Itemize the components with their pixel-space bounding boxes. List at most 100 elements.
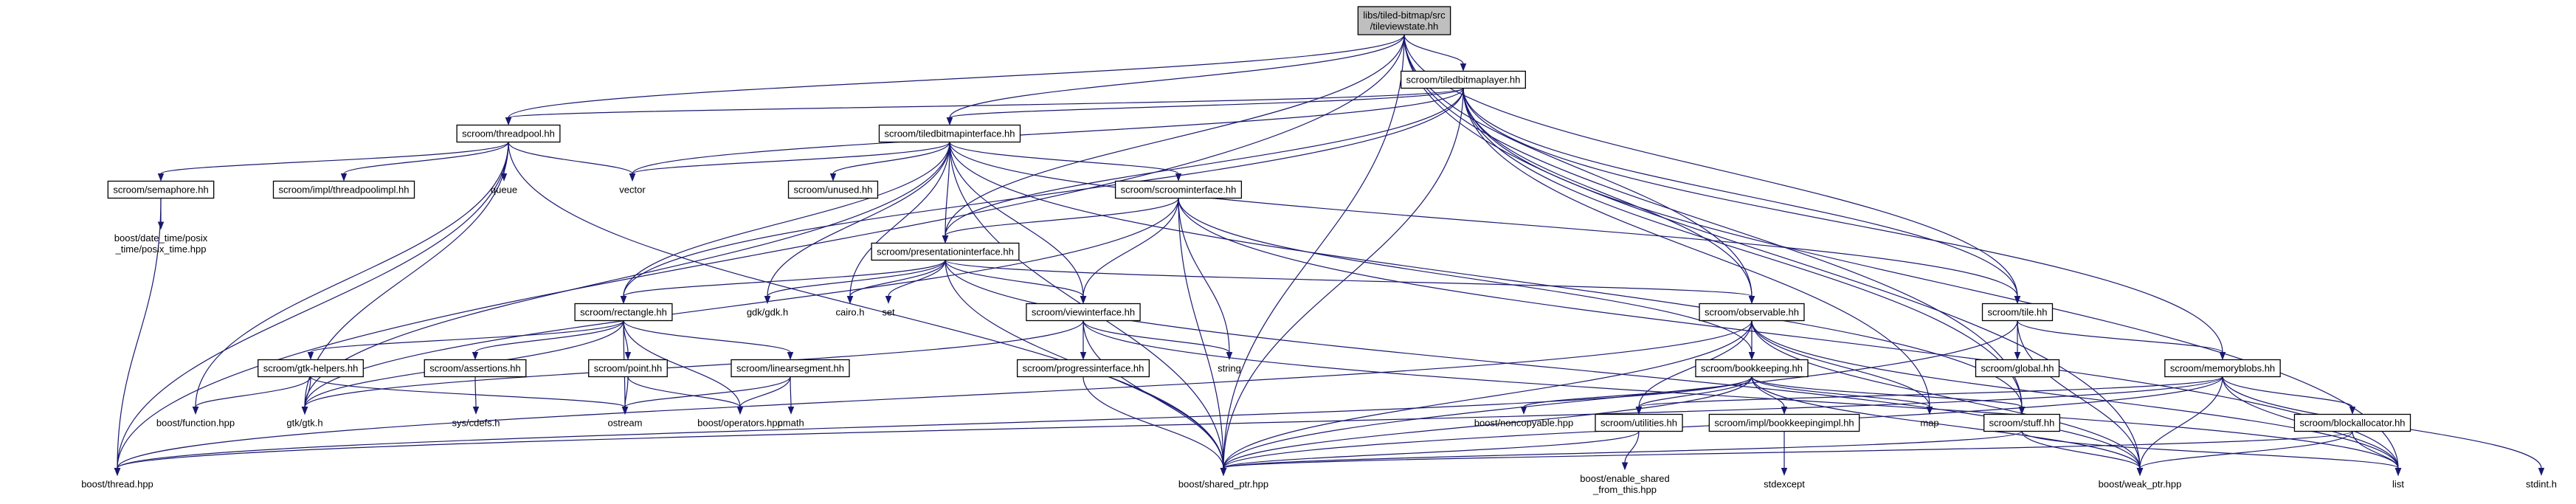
node-label: gdk/gdk.h [747, 307, 788, 318]
node-label: scroom/rectangle.hh [580, 307, 667, 318]
edge-point-to-bops [627, 376, 744, 415]
node-tpi[interactable]: scroom/impl/threadpoolimpl.hh [272, 180, 415, 199]
arrowhead [1080, 352, 1087, 360]
edge-pres-to-viewi [945, 260, 1087, 304]
node-stuff[interactable]: scroom/stuff.hh [1983, 413, 2060, 432]
node-box [424, 359, 527, 378]
arrowhead [787, 407, 795, 415]
edge-tbi-to-scroomi [949, 142, 1182, 182]
node-map: map [1920, 418, 1938, 429]
node-label: string [1218, 363, 1241, 374]
edge-line [1463, 88, 2223, 353]
node-scroomi[interactable]: scroom/scroominterface.hh [1114, 180, 1243, 199]
edge-tbl-to-vector [629, 88, 1464, 182]
edge-line [739, 376, 791, 407]
edge-tbl-to-tile [1463, 88, 2021, 304]
edge-line [2139, 376, 2223, 469]
node-util[interactable]: scroom/utilities.hh [1595, 413, 1683, 432]
node-bki[interactable]: scroom/impl/bookkeepingimpl.hh [1708, 413, 1860, 432]
node-box [1595, 413, 1683, 432]
edge-scroomi-to-pres [942, 198, 1179, 244]
node-label: scroom/tiledbitmaplayer.hh [1406, 75, 1521, 86]
node-label: boost/operators.hpp [697, 418, 783, 429]
node-label: scroom/viewinterface.hh [1032, 307, 1135, 318]
node-tile[interactable]: scroom/tile.hh [1981, 303, 2054, 322]
node-pres[interactable]: scroom/presentationinterface.hh [871, 242, 1020, 261]
edge-line [310, 320, 624, 353]
node-global[interactable]: scroom/global.hh [1975, 359, 2060, 378]
arrowhead [307, 352, 314, 360]
arrowhead [472, 407, 480, 415]
node-box [1357, 6, 1451, 35]
edge-balloc-to-bweak [2136, 431, 2353, 476]
edge-root-to-tbl [1403, 34, 1467, 72]
node-sem[interactable]: scroom/semaphore.hh [107, 180, 215, 199]
arrowhead [1748, 352, 1755, 360]
node-box [787, 180, 879, 199]
node-memb[interactable]: scroom/memoryblobs.hh [2164, 359, 2281, 378]
node-label: scroom/tile.hh [1988, 307, 2048, 318]
edge-book-to-util [1635, 376, 1753, 415]
arrowhead [787, 352, 794, 360]
edge-balloc-to-bshared [1220, 430, 2353, 476]
node-root[interactable]: libs/tiled-bitmap/src/tileviewstate.hh [1357, 6, 1451, 35]
node-book[interactable]: scroom/bookkeeping.hh [1695, 359, 1809, 378]
node-label: scroom/memoryblobs.hh [2170, 363, 2275, 374]
node-obs[interactable]: scroom/observable.hh [1699, 303, 1805, 322]
node-lseg[interactable]: scroom/linearsegment.hh [731, 359, 850, 378]
node-bops: boost/operators.hpp [697, 418, 783, 429]
edge-line [623, 320, 741, 407]
node-rect[interactable]: scroom/rectangle.hh [574, 303, 673, 322]
node-box [1699, 303, 1805, 322]
edge-line [945, 142, 950, 236]
edge-tbi-to-cairo [846, 142, 950, 304]
edge-tp-to-tpi [340, 142, 509, 182]
edge-line [945, 34, 1405, 236]
arrowhead [1460, 63, 1467, 72]
node-label: boost/enable_shared [1580, 473, 1669, 484]
arrowhead [1926, 407, 1933, 415]
edge-progi-to-bshared [1082, 376, 1227, 476]
arrowhead [946, 117, 953, 125]
node-balloc[interactable]: scroom/blockallocator.hh [2293, 413, 2411, 432]
node-bshared: boost/shared_ptr.hpp [1178, 479, 1268, 490]
edge-line [949, 34, 1405, 118]
node-label: scroom/global.hh [1981, 363, 2054, 374]
node-tbi[interactable]: scroom/tiledbitmapinterface.hh [878, 124, 1021, 143]
arrowhead [301, 407, 308, 415]
edge-line [1403, 34, 2023, 407]
node-point[interactable]: scroom/point.hh [588, 359, 668, 378]
node-assert[interactable]: scroom/assertions.hh [424, 359, 527, 378]
arrowhead [2349, 407, 2356, 415]
node-set: set [882, 307, 895, 318]
edge-line [1223, 320, 2018, 469]
node-tp[interactable]: scroom/threadpool.hh [456, 124, 561, 143]
node-progi[interactable]: scroom/progressinterface.hh [1016, 359, 1150, 378]
edge-line [117, 34, 1405, 469]
arrowhead [829, 173, 837, 182]
edge-memb-to-util [1635, 376, 2223, 415]
node-gtkh[interactable]: scroom/gtk-helpers.hh [258, 359, 364, 378]
arrowhead [942, 235, 949, 244]
node-tbl[interactable]: scroom/tiledbitmaplayer.hh [1401, 70, 1526, 89]
edge-line [1638, 376, 2223, 408]
node-viewi[interactable]: scroom/viewinterface.hh [1026, 303, 1141, 322]
node-label: stdexcept [1764, 479, 1805, 490]
edge-line [1223, 320, 1753, 469]
edge-line [508, 34, 1405, 118]
edge-bki-to-stdexcept [1781, 431, 1788, 476]
edge-line [949, 87, 1464, 119]
edge-line [849, 142, 950, 297]
edge-pres-to-cairo [846, 260, 946, 304]
edge-obs-to-bthread [114, 320, 1753, 476]
node-label: set [882, 307, 895, 318]
edge-line [474, 376, 477, 407]
edge-line [767, 142, 950, 297]
node-box [588, 359, 668, 378]
arrowhead [1175, 173, 1182, 182]
node-unused[interactable]: scroom/unused.hh [787, 180, 879, 199]
node-bthread: boost/thread.hpp [81, 479, 153, 490]
arrowhead [2394, 468, 2402, 476]
node-label: scroom/linearsegment.hh [736, 363, 844, 374]
